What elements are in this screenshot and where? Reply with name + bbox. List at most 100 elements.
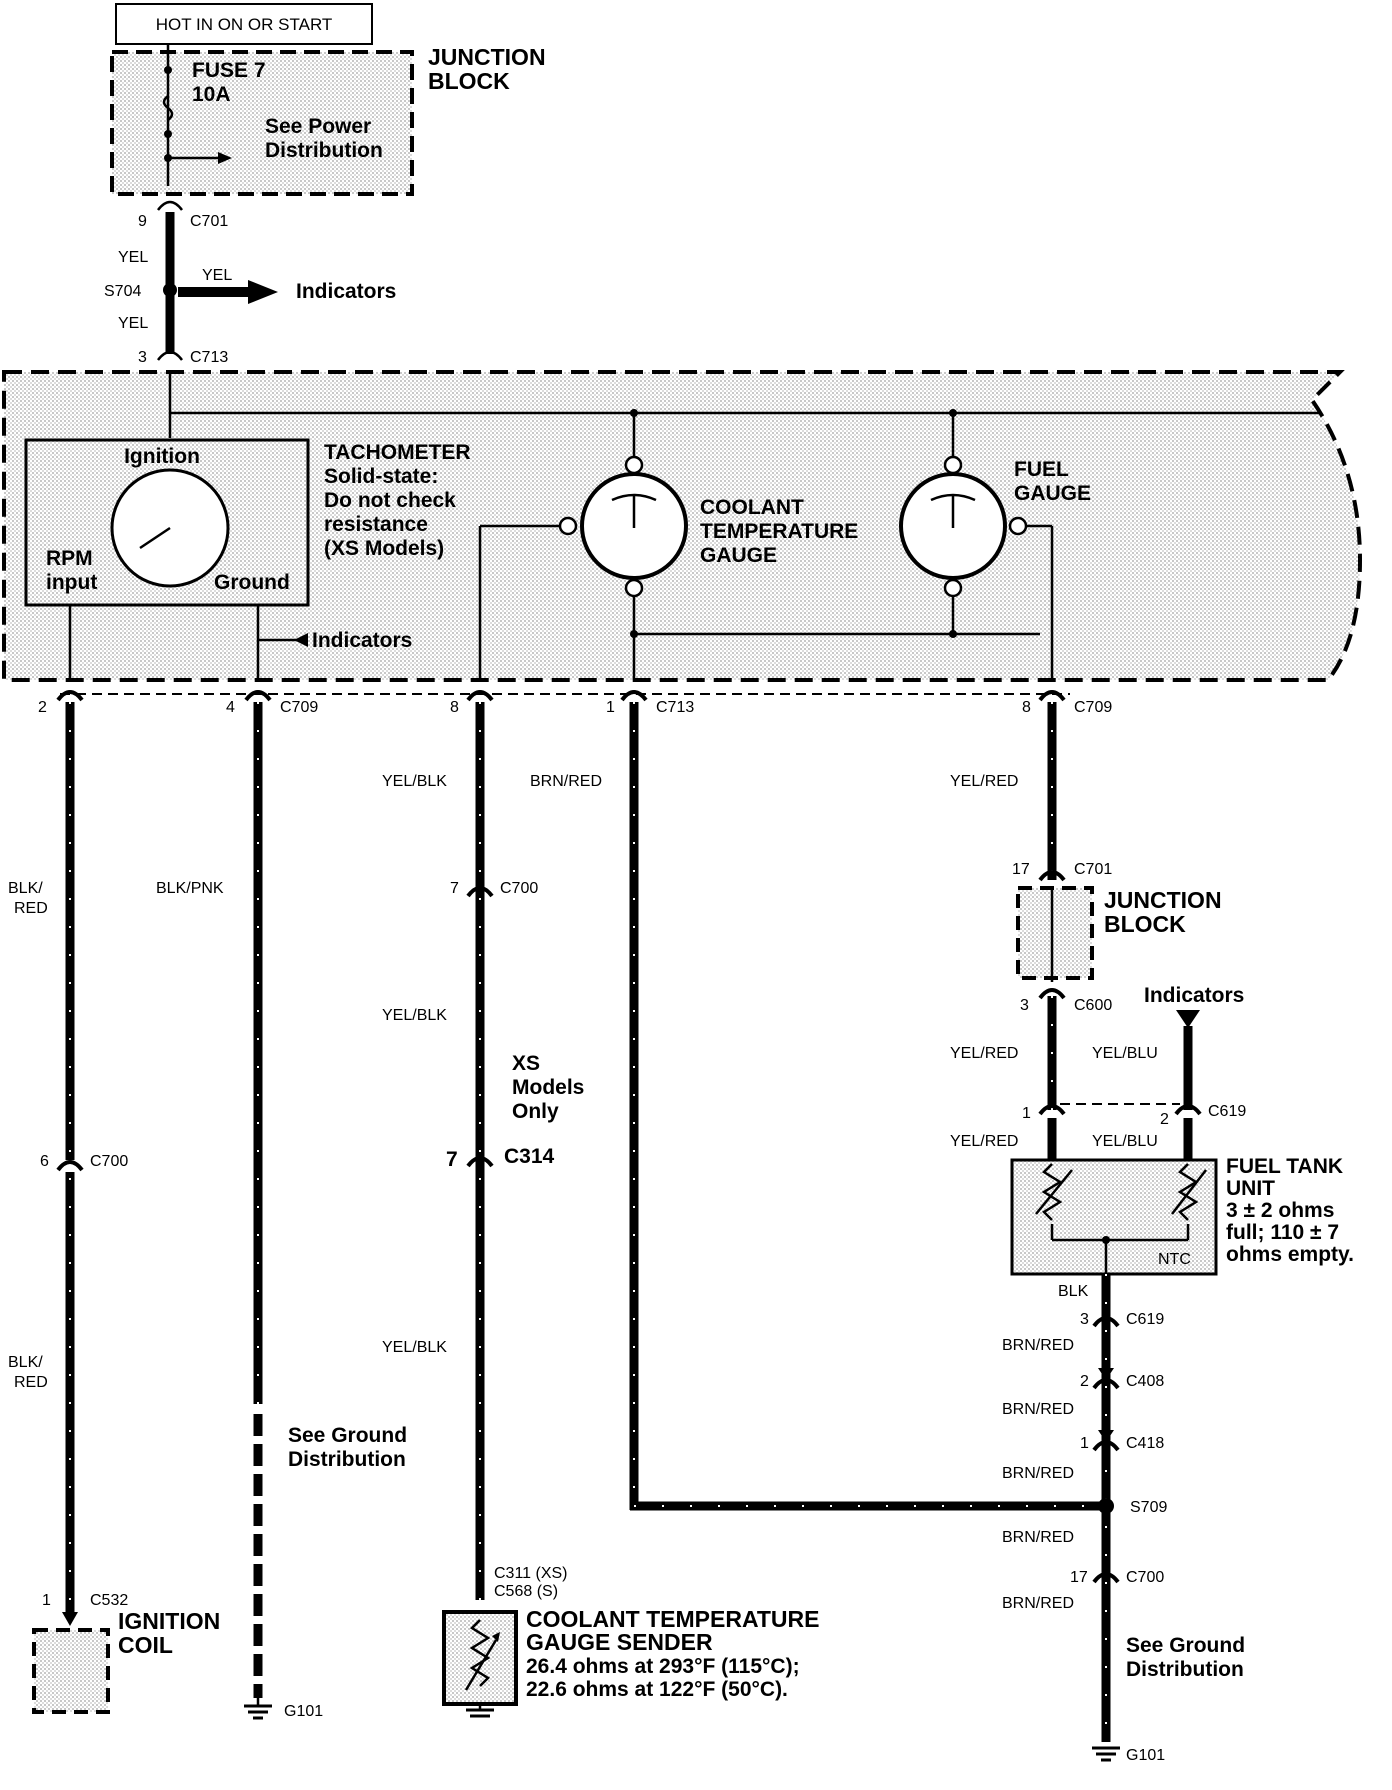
wire1-pin-6: 6 [40, 1153, 49, 1170]
fuel-pin-3b: 3 [1080, 1311, 1089, 1328]
tach-indicators: Indicators [312, 629, 412, 652]
fuel-gauge: FUEL GAUGE [630, 413, 1091, 680]
wire3-pin-7a: 7 [450, 880, 459, 897]
xs-models-1: XS [512, 1052, 540, 1075]
fuel-pin-2: 2 [1160, 1111, 1169, 1128]
coolant-gauge-label-2: TEMPERATURE [700, 520, 858, 543]
fuel-tank-title-1: FUEL TANK [1226, 1155, 1343, 1178]
fuel-pin-2b: 2 [1080, 1373, 1089, 1390]
splice-s709-dot [1098, 1498, 1114, 1514]
pin-8b: 8 [1022, 699, 1031, 716]
fuel-color-blu: YEL/BLU [1092, 1045, 1158, 1062]
tach-desc-1: TACHOMETER [324, 441, 471, 464]
sender-title-1: COOLANT TEMPERATURE [526, 1606, 819, 1632]
fuel-tank-spec-3: ohms empty. [1226, 1243, 1354, 1266]
jb-fuel-title-1: JUNCTION [1104, 887, 1222, 913]
conn-c713-bottom: C713 [656, 699, 694, 716]
sender-resistor-icon [469, 1619, 491, 1687]
wire3-color-3: YEL/BLK [382, 1339, 447, 1356]
wire3-conn-c700: C700 [500, 880, 538, 897]
yel-b: YEL [118, 315, 148, 332]
splice-s704: S704 [104, 283, 141, 300]
fuel-note-2: Distribution [1126, 1658, 1244, 1681]
fuel-conn-c408: C408 [1126, 1373, 1164, 1390]
fuel-color-2: YEL/RED [950, 1045, 1018, 1062]
indicators-down-icon [1176, 1010, 1200, 1028]
tach-desc-5: (XS Models) [324, 537, 444, 560]
fuel-ground-icon [1092, 1746, 1120, 1762]
ignition-coil-label-2: COIL [118, 1632, 173, 1658]
conn-c709a: C709 [280, 699, 318, 716]
indicators-arrow-icon [248, 280, 278, 304]
fuel-pin-3: 3 [1020, 997, 1029, 1014]
tach-rpm-label-2: input [46, 571, 97, 594]
xs-models-2: Models [512, 1076, 584, 1099]
fuel-conn-c619: C619 [1208, 1103, 1246, 1120]
junction-block-title: JUNCTION [428, 44, 546, 70]
wire3-conn-c314: C314 [504, 1145, 555, 1168]
wire1-color2-b: RED [14, 1374, 48, 1391]
sender-ground-icon [466, 1704, 494, 1718]
wire3-pin-7b: 7 [446, 1148, 458, 1171]
conn-c709b: C709 [1074, 699, 1112, 716]
junction-block-top: FUSE 7 10A See Power Distribution JUNCTI… [110, 44, 546, 196]
fuel-circuit: YEL/RED 17 C701 JUNCTION BLOCK 3 C600 In… [950, 702, 1354, 1764]
fuse-label: FUSE 7 [192, 59, 266, 82]
fuel-indicators: Indicators [1144, 984, 1244, 1007]
junction-block-fuel [1016, 886, 1094, 980]
fuel-conn-c700: C700 [1126, 1569, 1164, 1586]
ground-icon [244, 1698, 272, 1720]
fuel-tank-unit [1010, 1158, 1218, 1276]
coolant-temperature-gauge: COOLANT TEMPERATURE GAUGE [478, 413, 858, 680]
fuel-gauge-label-2: GAUGE [1014, 482, 1091, 505]
wire-coolant-gauge-ground: BRN/RED [530, 702, 1104, 1511]
fuel-color-1: YEL/RED [950, 773, 1018, 790]
fuel-conn-c418: C418 [1126, 1435, 1164, 1452]
fuse-amp: 10A [192, 83, 231, 106]
yel-branch: YEL [202, 267, 232, 284]
wire1-conn-c700: C700 [90, 1153, 128, 1170]
tach-desc-4: resistance [324, 513, 428, 536]
fuel-tank-title-2: UNIT [1226, 1177, 1275, 1200]
fuel-ground: G101 [1126, 1747, 1165, 1764]
coolant-gauge-label-1: COOLANT [700, 496, 804, 519]
wire2-ground: G101 [284, 1703, 323, 1720]
wire3-conn-c311: C311 (XS) [494, 1565, 568, 1582]
wire1-color-b: RED [14, 900, 48, 917]
fuel-pin-1b: 1 [1080, 1435, 1089, 1452]
tach-desc-3: Do not check [324, 489, 456, 512]
fuel-tank-spec-1: 3 ± 2 ohms [1226, 1199, 1334, 1222]
wire3-conn-c568: C568 (S) [494, 1583, 558, 1600]
fuel-pin-17b: 17 [1070, 1569, 1088, 1586]
cluster-bottom-connectors: 2 4 C709 8 1 C713 8 C709 [38, 690, 1112, 716]
tach-ground-label: Ground [214, 571, 290, 594]
pin-3: 3 [138, 349, 147, 366]
wire3-color-2: YEL/BLK [382, 1007, 447, 1024]
wire-coolant-sender: YEL/BLK 7 C700 YEL/BLK XS Models Only 7 … [382, 702, 819, 1718]
jb-fuel-title-2: BLOCK [1104, 911, 1186, 937]
sender-spec-1: 26.4 ohms at 293°F (115°C); [526, 1655, 800, 1678]
ntc-label: NTC [1158, 1251, 1191, 1268]
fuel-conn-c619b: C619 [1126, 1311, 1164, 1328]
tach-ignition-label: Ignition [124, 445, 200, 468]
pin-4: 4 [226, 699, 235, 716]
top-wire: 9 C701 YEL S704 YEL Indicators YEL 3 C71… [104, 200, 396, 366]
fuel-brn-2: BRN/RED [1002, 1401, 1074, 1418]
fuel-brn-3: BRN/RED [1002, 1465, 1074, 1482]
fuel-pin-1: 1 [1022, 1105, 1031, 1122]
wire2-color: BLK/PNK [156, 880, 224, 897]
sender-title-2: GAUGE SENDER [526, 1629, 713, 1655]
wire1-color-a: BLK/ [8, 880, 43, 897]
ntc-resistor-icon [1177, 1163, 1199, 1221]
wire3-color-1: YEL/BLK [382, 773, 447, 790]
conn-c701: C701 [190, 213, 228, 230]
tach-desc-2: Solid-state: [324, 465, 438, 488]
fuel-blk: BLK [1058, 1283, 1089, 1300]
tachometer: Ignition RPM input Ground TACHOMETER Sol… [24, 438, 471, 680]
fuel-splice-s709: S709 [1130, 1499, 1167, 1516]
fuel-brn-5: BRN/RED [1002, 1595, 1074, 1612]
wire1-color2-a: BLK/ [8, 1354, 43, 1371]
ignition-coil-box [32, 1628, 110, 1714]
pin-8a: 8 [450, 699, 459, 716]
